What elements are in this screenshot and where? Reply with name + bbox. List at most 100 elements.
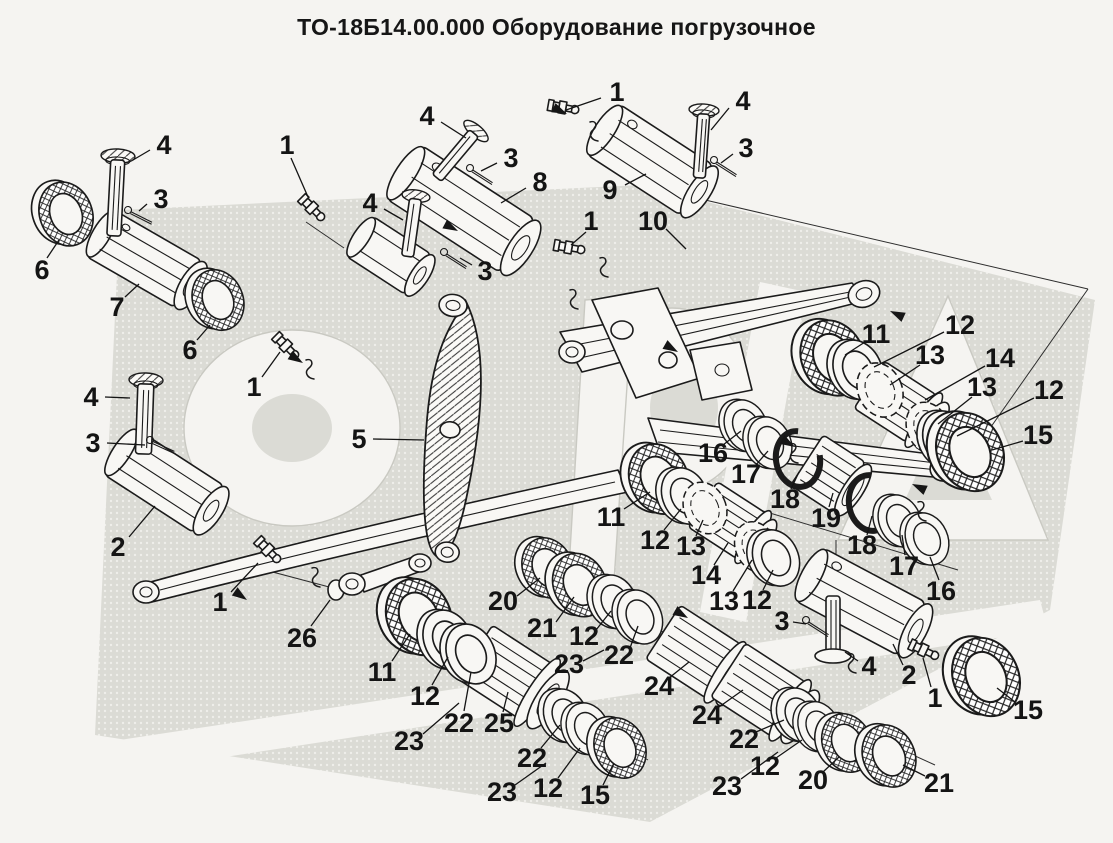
drawing-title: ТО-18Б14.00.000 Оборудование погрузочное <box>297 14 816 40</box>
leader-line-13 <box>695 519 704 537</box>
callout-number-26: 26 <box>287 623 317 653</box>
callout-number-11: 11 <box>862 319 891 349</box>
callout-number-18: 18 <box>770 484 800 514</box>
callout-number-6: 6 <box>34 255 49 285</box>
part-1-grease-fitting <box>296 192 326 222</box>
callout-number-4: 4 <box>735 86 750 116</box>
callout-number-2: 2 <box>901 660 916 690</box>
leader-line-23 <box>422 702 460 735</box>
leader-line-12 <box>775 739 803 759</box>
leader-line-11 <box>391 633 411 662</box>
callout-number-12: 12 <box>1034 375 1064 405</box>
callout-number-1: 1 <box>279 130 294 160</box>
callout-number-23: 23 <box>487 777 517 807</box>
center-bracket <box>591 287 753 401</box>
leader-line-16 <box>722 430 742 446</box>
leader-line-2 <box>128 505 156 538</box>
callout-number-6: 6 <box>182 335 197 365</box>
callout-number-22: 22 <box>604 640 634 670</box>
leader-line-1 <box>290 157 309 198</box>
leader-line-13 <box>889 364 921 386</box>
callout-number-9: 9 <box>602 175 617 205</box>
leader-line-15 <box>991 440 1024 451</box>
part-4-pin-c <box>688 103 720 179</box>
callout-number-16: 16 <box>926 576 956 606</box>
callout-number-16: 16 <box>698 438 728 468</box>
leader-line-12 <box>595 610 612 631</box>
leader-line-22 <box>463 671 472 712</box>
leader-line-10 <box>665 228 687 250</box>
assembly-arrows <box>231 103 928 618</box>
callout-number-13: 13 <box>915 340 945 370</box>
part-1-grease-fitting <box>906 638 940 661</box>
part-3-cotter <box>439 247 467 270</box>
callout-number-1: 1 <box>927 683 942 713</box>
leader-line-4 <box>132 149 151 161</box>
callout-number-4: 4 <box>83 382 98 412</box>
leader-line-1 <box>261 351 281 378</box>
callout-number-13: 13 <box>709 586 739 616</box>
callout-number-14: 14 <box>985 343 1015 373</box>
part-3-cotter <box>145 435 175 454</box>
part-9-cylinder <box>585 104 720 219</box>
leader-line-12 <box>431 656 449 686</box>
leader-line-12 <box>663 508 682 531</box>
leader-line-4 <box>383 208 404 221</box>
callout-number-24: 24 <box>692 700 722 730</box>
part-3-cotter <box>465 163 493 186</box>
leader-line-22 <box>540 724 561 749</box>
leader-line-23 <box>740 751 779 780</box>
leader-line-20 <box>516 577 541 597</box>
squiggle-marks <box>305 120 927 674</box>
callout-number-24: 24 <box>644 671 674 701</box>
leader-line-4 <box>104 396 131 399</box>
part-1-grease-fitting <box>252 534 282 564</box>
callout-number-12: 12 <box>742 585 772 615</box>
callout-number-11: 11 <box>597 502 626 532</box>
callout-number-18: 18 <box>847 530 877 560</box>
part-3-cotter <box>123 205 153 225</box>
callout-number-11: 11 <box>368 657 397 687</box>
leader-line-26 <box>310 599 331 627</box>
callout-number-10: 10 <box>638 206 668 236</box>
leader-line-3 <box>792 621 807 625</box>
leader-line-17 <box>901 534 906 556</box>
callout-number-13: 13 <box>676 531 706 561</box>
leader-line-1 <box>570 231 587 246</box>
callout-number-12: 12 <box>410 681 440 711</box>
callout-number-12: 12 <box>533 773 563 803</box>
leader-line-3 <box>720 153 734 164</box>
callout-number-12: 12 <box>750 751 780 781</box>
leader-line-13 <box>937 396 973 425</box>
leader-line-18 <box>790 471 800 490</box>
callout-number-17: 17 <box>731 459 761 489</box>
callout-number-23: 23 <box>394 726 424 756</box>
leader-line-3 <box>106 442 146 446</box>
callout-number-17: 17 <box>889 551 919 581</box>
leader-line-21 <box>555 596 575 623</box>
callout-number-21: 21 <box>924 768 954 798</box>
callout-number-3: 3 <box>153 184 168 214</box>
callout-number-4: 4 <box>362 188 377 218</box>
leader-line-3 <box>459 257 473 266</box>
leader-line-2 <box>892 643 904 666</box>
part-5-lever <box>422 293 482 563</box>
callout-number-12: 12 <box>569 621 599 651</box>
leader-line-22 <box>755 719 785 733</box>
leader-line-14 <box>713 542 729 566</box>
leader-line-11 <box>623 491 651 510</box>
part-2-cylinder-left <box>104 428 230 536</box>
part-4-pin-d <box>401 189 431 258</box>
leader-line-6 <box>196 324 211 341</box>
callout-number-8: 8 <box>532 167 547 197</box>
callout-number-12: 12 <box>640 525 670 555</box>
leader-line-24 <box>718 689 744 708</box>
callout-number-2: 2 <box>110 532 125 562</box>
leader-line-3 <box>138 203 148 212</box>
leader-line-11 <box>844 341 866 356</box>
callout-number-1: 1 <box>583 206 598 236</box>
leader-line-25 <box>502 691 509 713</box>
callout-number-21: 21 <box>527 613 557 643</box>
leader-line-12 <box>557 747 581 779</box>
